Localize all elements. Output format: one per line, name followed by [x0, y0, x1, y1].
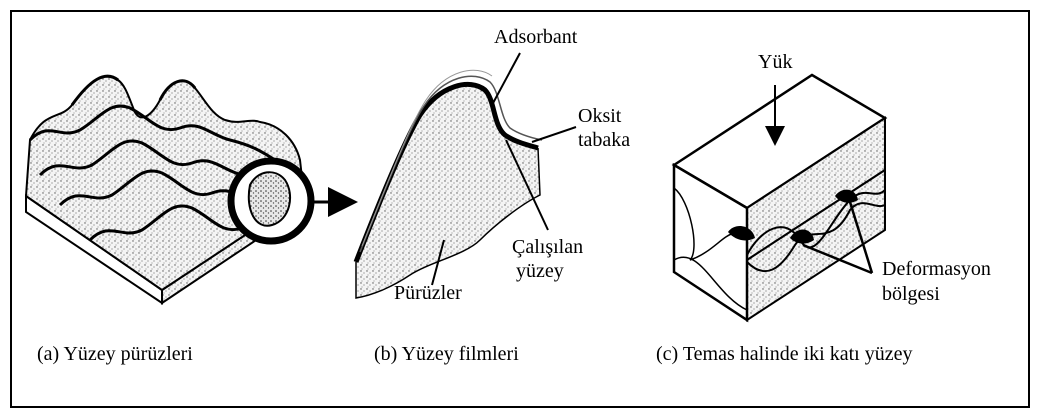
panel-c-illustration — [674, 75, 885, 320]
label-bolgesi: bölgesi — [882, 283, 940, 305]
label-adsorbant: Adsorbant — [494, 26, 578, 48]
label-deformasyon: Deformasyon — [882, 258, 991, 280]
label-puruzler: Pürüzler — [394, 282, 462, 304]
panel-a-illustration — [26, 76, 352, 303]
label-tabaka: tabaka — [578, 129, 630, 151]
label-yuk: Yük — [758, 51, 792, 73]
panel-c-caption: (c) Temas halinde iki katı yüzey — [656, 343, 912, 365]
panel-b-caption: (b) Yüzey filmleri — [374, 343, 519, 365]
label-oksit: Oksit — [578, 105, 622, 127]
panel-a-caption: (a) Yüzey pürüzleri — [37, 343, 193, 365]
label-calisilan: Çalışılan — [512, 236, 583, 258]
label-yuzey: yüzey — [516, 260, 564, 282]
